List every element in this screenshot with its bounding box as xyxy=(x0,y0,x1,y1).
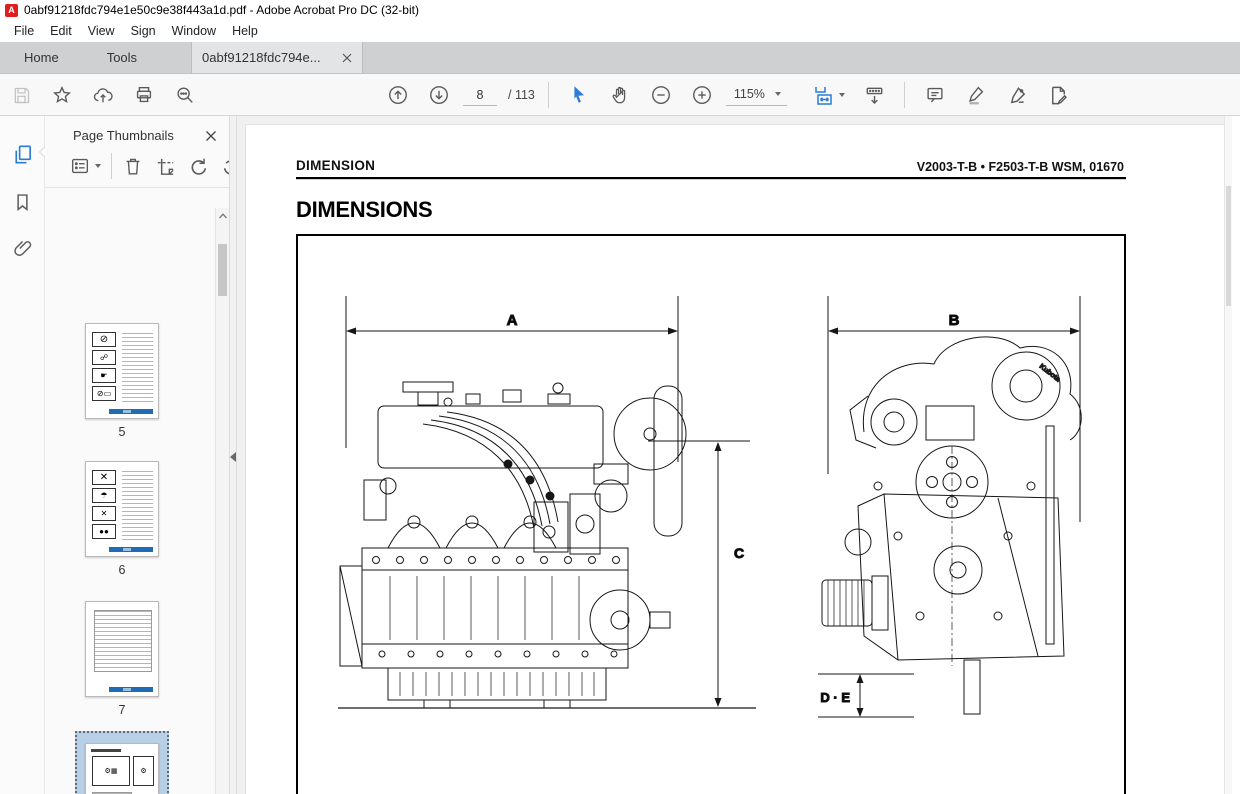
page-header-right: V2003-T-B • F2503-T-B WSM, 01670 xyxy=(917,160,1124,174)
menu-bar: File Edit View Sign Window Help xyxy=(0,20,1240,42)
share-upload-icon[interactable] xyxy=(86,78,120,112)
thumbnail-options-icon[interactable] xyxy=(69,155,101,177)
dim-label-b: B xyxy=(949,312,960,329)
delete-pages-icon[interactable] xyxy=(122,155,144,177)
tab-document-label: 0abf91218fdc794e... xyxy=(202,50,321,65)
document-scrollbar[interactable] xyxy=(1224,116,1232,794)
document-canvas: DIMENSION V2003-T-B • F2503-T-B WSM, 016… xyxy=(237,116,1232,794)
search-icon[interactable] xyxy=(168,78,202,112)
bookmarks-icon[interactable] xyxy=(0,182,45,222)
panel-scrollbar[interactable] xyxy=(215,208,229,794)
page-thumbnails-icon[interactable] xyxy=(0,134,45,174)
navigation-pane-strip xyxy=(0,116,45,794)
main-toolbar: / 113 115% xyxy=(0,74,1240,116)
page-number-input[interactable] xyxy=(463,84,497,106)
dim-label-a: A xyxy=(507,312,518,329)
scrolling-mode-icon[interactable] xyxy=(857,78,891,112)
tab-tools[interactable]: Tools xyxy=(83,42,161,73)
tab-home-label: Home xyxy=(24,50,59,65)
toolbar-divider xyxy=(904,82,905,108)
highlight-icon[interactable] xyxy=(959,78,993,112)
scroll-up-icon[interactable] xyxy=(218,212,228,220)
print-icon[interactable] xyxy=(127,78,161,112)
panel-splitter[interactable] xyxy=(230,116,237,794)
acrobat-logo-icon: A xyxy=(5,4,18,17)
thumbnail-page-7[interactable] xyxy=(85,601,159,697)
rotate-counterclockwise-icon[interactable] xyxy=(187,155,210,178)
menu-file[interactable]: File xyxy=(6,22,42,40)
chevron-down-icon xyxy=(95,164,101,168)
tab-home[interactable]: Home xyxy=(0,42,83,73)
zoom-out-icon[interactable] xyxy=(644,78,678,112)
thumbnail-page-8[interactable]: ⚙▦ ⚙ xyxy=(85,743,159,794)
favorites-star-icon[interactable] xyxy=(45,78,79,112)
zoom-level-label: 115% xyxy=(734,87,765,101)
tab-bar: Home Tools 0abf91218fdc794e... xyxy=(0,42,1240,74)
page-header-left: DIMENSION xyxy=(296,158,375,173)
tab-document[interactable]: 0abf91218fdc794e... xyxy=(191,42,363,73)
menu-edit[interactable]: Edit xyxy=(42,22,80,40)
rotate-clockwise-icon[interactable] xyxy=(220,155,230,178)
tab-close-icon[interactable] xyxy=(342,53,352,63)
chevron-down-icon xyxy=(775,92,781,96)
page-title: DIMENSIONS xyxy=(296,197,432,223)
panel-divider xyxy=(111,153,112,179)
crop-pages-icon[interactable] xyxy=(154,155,177,178)
dimension-figure-frame: A C xyxy=(296,234,1126,794)
comment-icon[interactable] xyxy=(918,78,952,112)
panel-close-icon[interactable] xyxy=(205,130,217,142)
hand-tool-icon[interactable] xyxy=(603,78,637,112)
page-count-label: / 113 xyxy=(508,88,535,102)
fill-and-sign-icon[interactable] xyxy=(1000,78,1034,112)
engine-dimension-drawing: A C xyxy=(298,236,1124,794)
select-tool-icon[interactable] xyxy=(562,78,596,112)
dim-label-c: C xyxy=(734,545,744,561)
header-rule xyxy=(296,177,1126,180)
app-body: Page Thumbnails xyxy=(0,116,1240,794)
menu-help[interactable]: Help xyxy=(224,22,266,40)
window-title: 0abf91218fdc794e1e50c9e38f443a1d.pdf - A… xyxy=(24,3,419,17)
edit-pdf-icon[interactable] xyxy=(1041,78,1075,112)
toolbar-divider xyxy=(548,82,549,108)
thumbnail-page-8-selected[interactable]: ⚙▦ ⚙ xyxy=(75,731,169,794)
chevron-down-icon xyxy=(839,93,845,97)
thumbnail-page-5[interactable]: ⊘ ☍ ☛ ⊘▭ xyxy=(85,323,159,419)
page-thumbnails-panel: Page Thumbnails xyxy=(45,116,230,794)
thumbnail-page-5-label: 5 xyxy=(45,425,199,439)
zoom-in-icon[interactable] xyxy=(685,78,719,112)
fit-width-icon[interactable] xyxy=(806,78,850,112)
dim-label-de: D · E xyxy=(820,690,850,705)
thumbnail-page-6[interactable]: ✕ ☂ ✕ ●● xyxy=(85,461,159,557)
title-bar: A 0abf91218fdc794e1e50c9e38f443a1d.pdf -… xyxy=(0,0,1240,20)
pdf-page: DIMENSION V2003-T-B • F2503-T-B WSM, 016… xyxy=(245,124,1230,794)
menu-window[interactable]: Window xyxy=(164,22,224,40)
document-scrollbar-thumb[interactable] xyxy=(1226,186,1231,306)
zoom-level-dropdown[interactable]: 115% xyxy=(726,84,787,106)
thumbnail-list: ⊘ ☍ ☛ ⊘▭ 5 ✕ ☂ ✕ ●● 6 xyxy=(45,208,216,794)
thumbnail-page-7-label: 7 xyxy=(45,703,199,717)
collapse-panel-icon[interactable] xyxy=(230,452,236,462)
menu-view[interactable]: View xyxy=(80,22,123,40)
save-icon[interactable] xyxy=(4,78,38,112)
panel-title: Page Thumbnails xyxy=(73,128,174,143)
next-page-icon[interactable] xyxy=(422,78,456,112)
menu-sign[interactable]: Sign xyxy=(123,22,164,40)
tab-tools-label: Tools xyxy=(107,50,137,65)
thumbnail-page-6-label: 6 xyxy=(45,563,199,577)
attachments-icon[interactable] xyxy=(0,228,45,268)
scrollbar-thumb[interactable] xyxy=(218,244,227,296)
previous-page-icon[interactable] xyxy=(381,78,415,112)
